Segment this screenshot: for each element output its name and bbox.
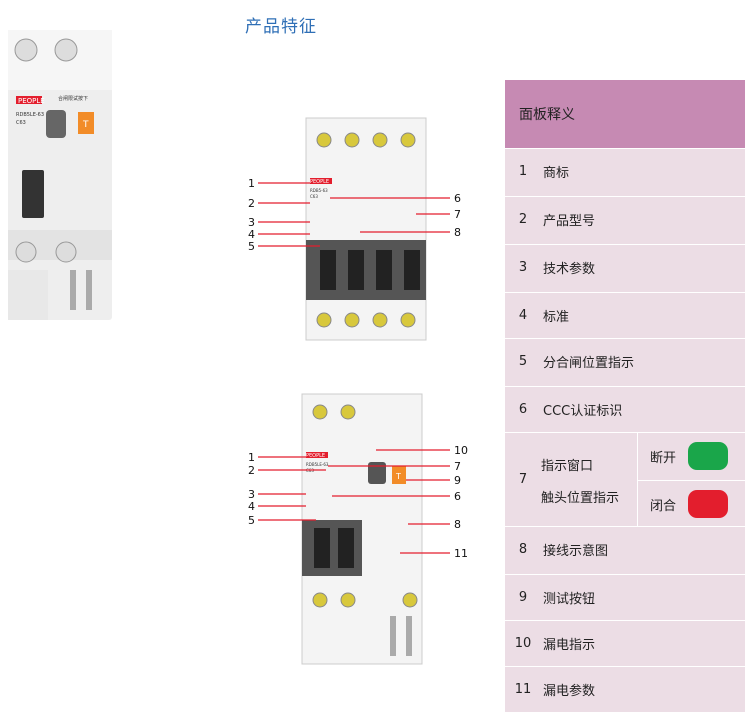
callout-5: 5 <box>248 514 255 527</box>
callout-8: 8 <box>454 518 461 531</box>
callout-6: 6 <box>454 490 461 503</box>
device-rcbo-diagram: PEOPLE RDB5LE-63 C63 T 1 2 3 4 5 10 7 9 … <box>248 393 468 665</box>
svg-text:T: T <box>82 120 89 130</box>
callout-5: 5 <box>248 240 255 253</box>
legend-row-2: 2 产品型号 <box>505 196 745 242</box>
panel-legend-table: 面板释义 1 商标 2 产品型号 3 技术参数 4 标准 5 分合闸位置指示 6… <box>505 80 746 712</box>
callout-1: 1 <box>248 451 255 464</box>
callout-7: 7 <box>454 460 461 473</box>
callout-7: 7 <box>454 208 461 221</box>
legend-row-3: 3 技术参数 <box>505 244 745 290</box>
callout-1: 1 <box>248 177 255 190</box>
legend-row-11: 11 漏电参数 <box>505 666 745 712</box>
page-title: 产品特征 <box>245 17 317 37</box>
callout-3: 3 <box>248 216 255 229</box>
svg-text:RDB5LE-63: RDB5LE-63 <box>306 462 329 467</box>
legend-header: 面板释义 <box>505 80 745 148</box>
legend-row-4: 4 标准 <box>505 292 745 338</box>
legend-row-8: 8 接线示意图 <box>505 526 745 572</box>
legend-row-9: 9 测试按钮 <box>505 574 745 620</box>
callout-9: 9 <box>454 474 461 487</box>
callout-4: 4 <box>248 500 255 513</box>
legend-row-5: 5 分合闸位置指示 <box>505 338 745 384</box>
green-indicator-swatch <box>688 442 728 470</box>
svg-text:C63: C63 <box>16 120 26 126</box>
svg-text:T: T <box>395 472 401 481</box>
device-photo-top-left: PEOPLE RDB5LE-63 C63 T 合闸限试按下 <box>8 30 112 320</box>
svg-text:PEOPLE: PEOPLE <box>306 453 325 459</box>
svg-text:合闸限试按下: 合闸限试按下 <box>58 95 88 102</box>
legend-row-7: 7 指示窗口 触头位置指示 断开 闭合 <box>505 432 746 527</box>
callout-6: 6 <box>454 192 461 205</box>
legend-row-10: 10 漏电指示 <box>505 620 745 666</box>
callout-8: 8 <box>454 226 461 239</box>
callout-10: 10 <box>454 444 468 457</box>
state-closed: 闭合 <box>638 480 746 527</box>
svg-text:PEOPLE: PEOPLE <box>310 179 329 185</box>
state-open: 断开 <box>638 433 746 479</box>
device-mcb-diagram: PEOPLE RDB5-63 C63 1 2 3 4 5 6 7 8 <box>248 117 461 341</box>
red-indicator-swatch <box>688 490 728 518</box>
callout-2: 2 <box>248 464 255 477</box>
callout-2: 2 <box>248 197 255 210</box>
callout-3: 3 <box>248 488 255 501</box>
callout-11: 11 <box>454 547 468 560</box>
svg-text:C63: C63 <box>310 194 318 199</box>
brand-text: PEOPLE <box>18 97 45 105</box>
legend-row-6: 6 CCC认证标识 <box>505 386 745 432</box>
callout-4: 4 <box>248 228 255 241</box>
svg-text:RDB5LE-63: RDB5LE-63 <box>16 112 44 118</box>
svg-text:RDB5-63: RDB5-63 <box>310 188 328 193</box>
legend-row-1: 1 商标 <box>505 148 745 194</box>
